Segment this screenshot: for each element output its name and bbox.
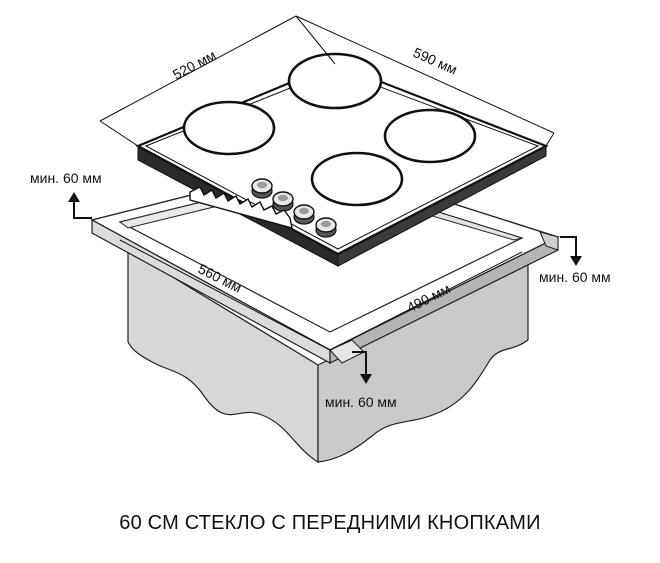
knob-2 <box>272 191 294 212</box>
clearance-arrow-left <box>68 192 92 219</box>
dim-ext-hob-depth-a <box>99 120 139 147</box>
dim-ext-hob-width-b <box>545 132 555 147</box>
knob-1 <box>251 178 273 199</box>
label-clearance-left: мин. 60 мм <box>30 170 102 186</box>
label-clearance-right: мин. 60 мм <box>539 269 611 285</box>
burner-front <box>310 151 404 207</box>
dim-line-hob-width <box>295 15 555 134</box>
dim-line-cutout-width <box>119 239 331 351</box>
cabinet-left-face <box>127 248 319 464</box>
label-hob-width: 590 мм <box>411 44 460 78</box>
dimension-lines <box>99 15 555 351</box>
cabinet <box>127 248 529 464</box>
burner-back <box>287 52 383 110</box>
dim-line-cutout-depth <box>329 251 523 351</box>
hob-underbody <box>189 186 293 229</box>
dim-ext-hob-depth-b <box>295 15 336 65</box>
dim-line-hob-depth <box>99 15 297 122</box>
burner-right <box>383 108 477 164</box>
knob-3 <box>293 204 315 225</box>
burner-left <box>182 100 276 156</box>
label-clearance-front: мин. 60 мм <box>325 394 397 410</box>
diagram-caption: 60 СМ СТЕКЛО С ПЕРЕДНИМИ КНОПКАМИ <box>119 512 541 534</box>
cabinet-right-face <box>317 261 529 463</box>
countertop-right-corner <box>539 231 559 251</box>
label-hob-depth: 520 мм <box>170 47 219 83</box>
clearance-arrows <box>68 192 582 384</box>
knob-4 <box>315 217 337 238</box>
hob <box>135 52 549 267</box>
clearance-arrow-right <box>560 236 582 266</box>
clearance-arrow-front <box>352 351 372 384</box>
